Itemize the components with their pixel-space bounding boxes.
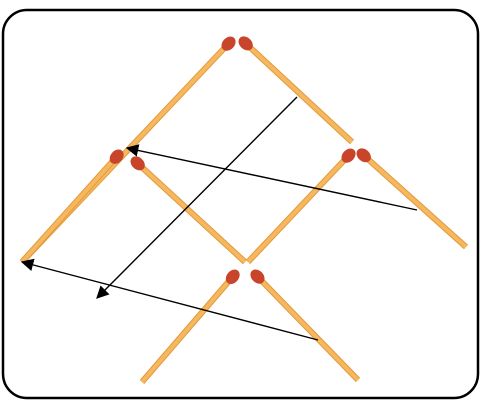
match-head-icon [341, 148, 356, 163]
puzzle-frame [1, 8, 480, 400]
move-arrow [96, 96, 298, 299]
match-head-icon [130, 156, 145, 171]
move-arrow [125, 144, 418, 211]
match-head-icon [250, 269, 265, 284]
match-head-icon [356, 148, 371, 163]
match-head-icon [238, 36, 253, 51]
matchstick [130, 156, 248, 265]
matchstick [238, 36, 355, 145]
match-head-icon [225, 269, 240, 285]
matchstick [19, 149, 124, 265]
matchstick [245, 148, 356, 265]
matchstick [139, 269, 240, 384]
match-head-icon [221, 36, 236, 51]
move-arrow-group [20, 96, 418, 341]
matchstick [356, 148, 469, 250]
move-arrow [20, 258, 319, 341]
matchstick [250, 269, 361, 383]
match-head-icon [109, 149, 124, 164]
